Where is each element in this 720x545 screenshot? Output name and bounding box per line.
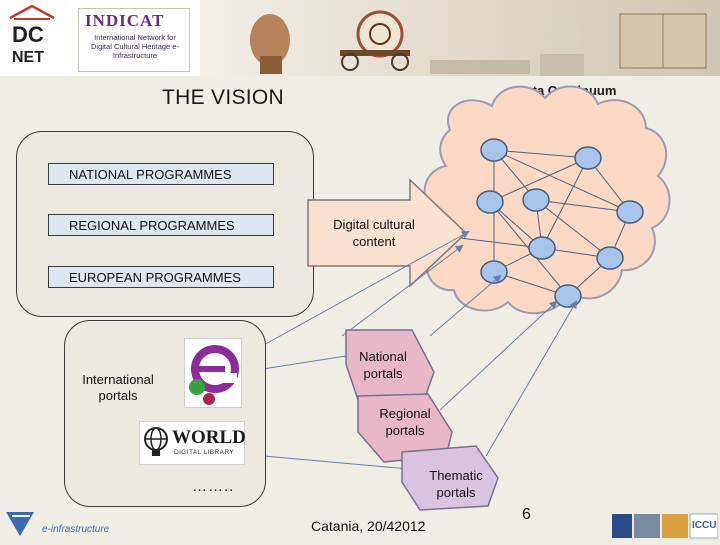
footer-date: Catania, 20/42012 (311, 518, 426, 534)
indicat-logo: INDICAT International Network for Digita… (78, 8, 190, 72)
regional-portals-label: Regional portals (370, 405, 440, 439)
indicat-subtitle: International Network for Digital Cultur… (91, 33, 179, 60)
national-programmes-box: NATIONAL PROGRAMMES (48, 163, 274, 185)
world-logo-text: WORLD (172, 427, 246, 448)
carriage-figure (340, 50, 410, 56)
world-logo-subtext: DIGITAL LIBRARY (174, 449, 235, 456)
europeana-logo (184, 338, 242, 408)
indicat-title: INDICAT (85, 11, 165, 30)
bust-figure (544, 10, 580, 58)
partner-logo-map (634, 514, 660, 538)
national-portals-line2: portals (363, 366, 403, 381)
network-node (476, 190, 504, 214)
regional-portals-line1: Regional (379, 406, 431, 421)
eu-programme-icon (6, 512, 34, 536)
digital-content-label: Digital cultural content (316, 216, 432, 250)
international-portals-line1: International (82, 372, 154, 387)
slide-title: THE VISION (162, 86, 285, 109)
e-infrastructure-logo: e-infrastructure (2, 506, 120, 540)
header-banner: DC NET INDICAT International Network for… (0, 0, 720, 76)
world-digital-library-logo: WORLD DIGITAL LIBRARY (139, 421, 246, 465)
thematic-portals-tag (401, 445, 499, 511)
more-portals-ellipsis: …….. (192, 478, 235, 495)
heritage-collage-image (200, 0, 720, 76)
partner-logo-orange (662, 514, 688, 538)
dcnet-logo: DC NET (4, 4, 60, 68)
dcnet-logo-bottom: NET (12, 49, 44, 66)
digital-content-label-line1: Digital cultural (333, 217, 415, 232)
international-portals-label: International portals (70, 372, 166, 404)
national-portals-line1: National (359, 349, 407, 364)
regional-portals-line2: portals (385, 423, 425, 438)
european-programmes-box: EUROPEAN PROGRAMMES (48, 266, 274, 288)
thematic-portals-label: Thematic portals (420, 467, 492, 501)
network-node (480, 138, 508, 162)
network-node (616, 200, 644, 224)
thematic-portals-line2: portals (436, 485, 476, 500)
regional-programmes-box: REGIONAL PROGRAMMES (48, 214, 274, 236)
e-infrastructure-logo-text: e-infrastructure (42, 524, 110, 535)
network-node (596, 246, 624, 270)
iccu-logo-text: ICCU (692, 520, 717, 531)
partner-logo-blue (612, 514, 632, 538)
network-node (574, 146, 602, 170)
national-portals-label: National portals (348, 348, 418, 382)
statue-figure (250, 14, 290, 66)
network-node (528, 236, 556, 260)
partner-logos: ICCU (612, 512, 719, 540)
digital-content-arrow (307, 178, 468, 288)
dcnet-logo-top: DC (12, 22, 44, 47)
globe-icon (144, 427, 168, 456)
digital-content-label-line2: content (352, 234, 396, 249)
network-node (522, 188, 550, 212)
international-portals-line2: portals (98, 388, 138, 403)
thematic-portals-line1: Thematic (429, 468, 483, 483)
page-number: 6 (522, 506, 531, 523)
